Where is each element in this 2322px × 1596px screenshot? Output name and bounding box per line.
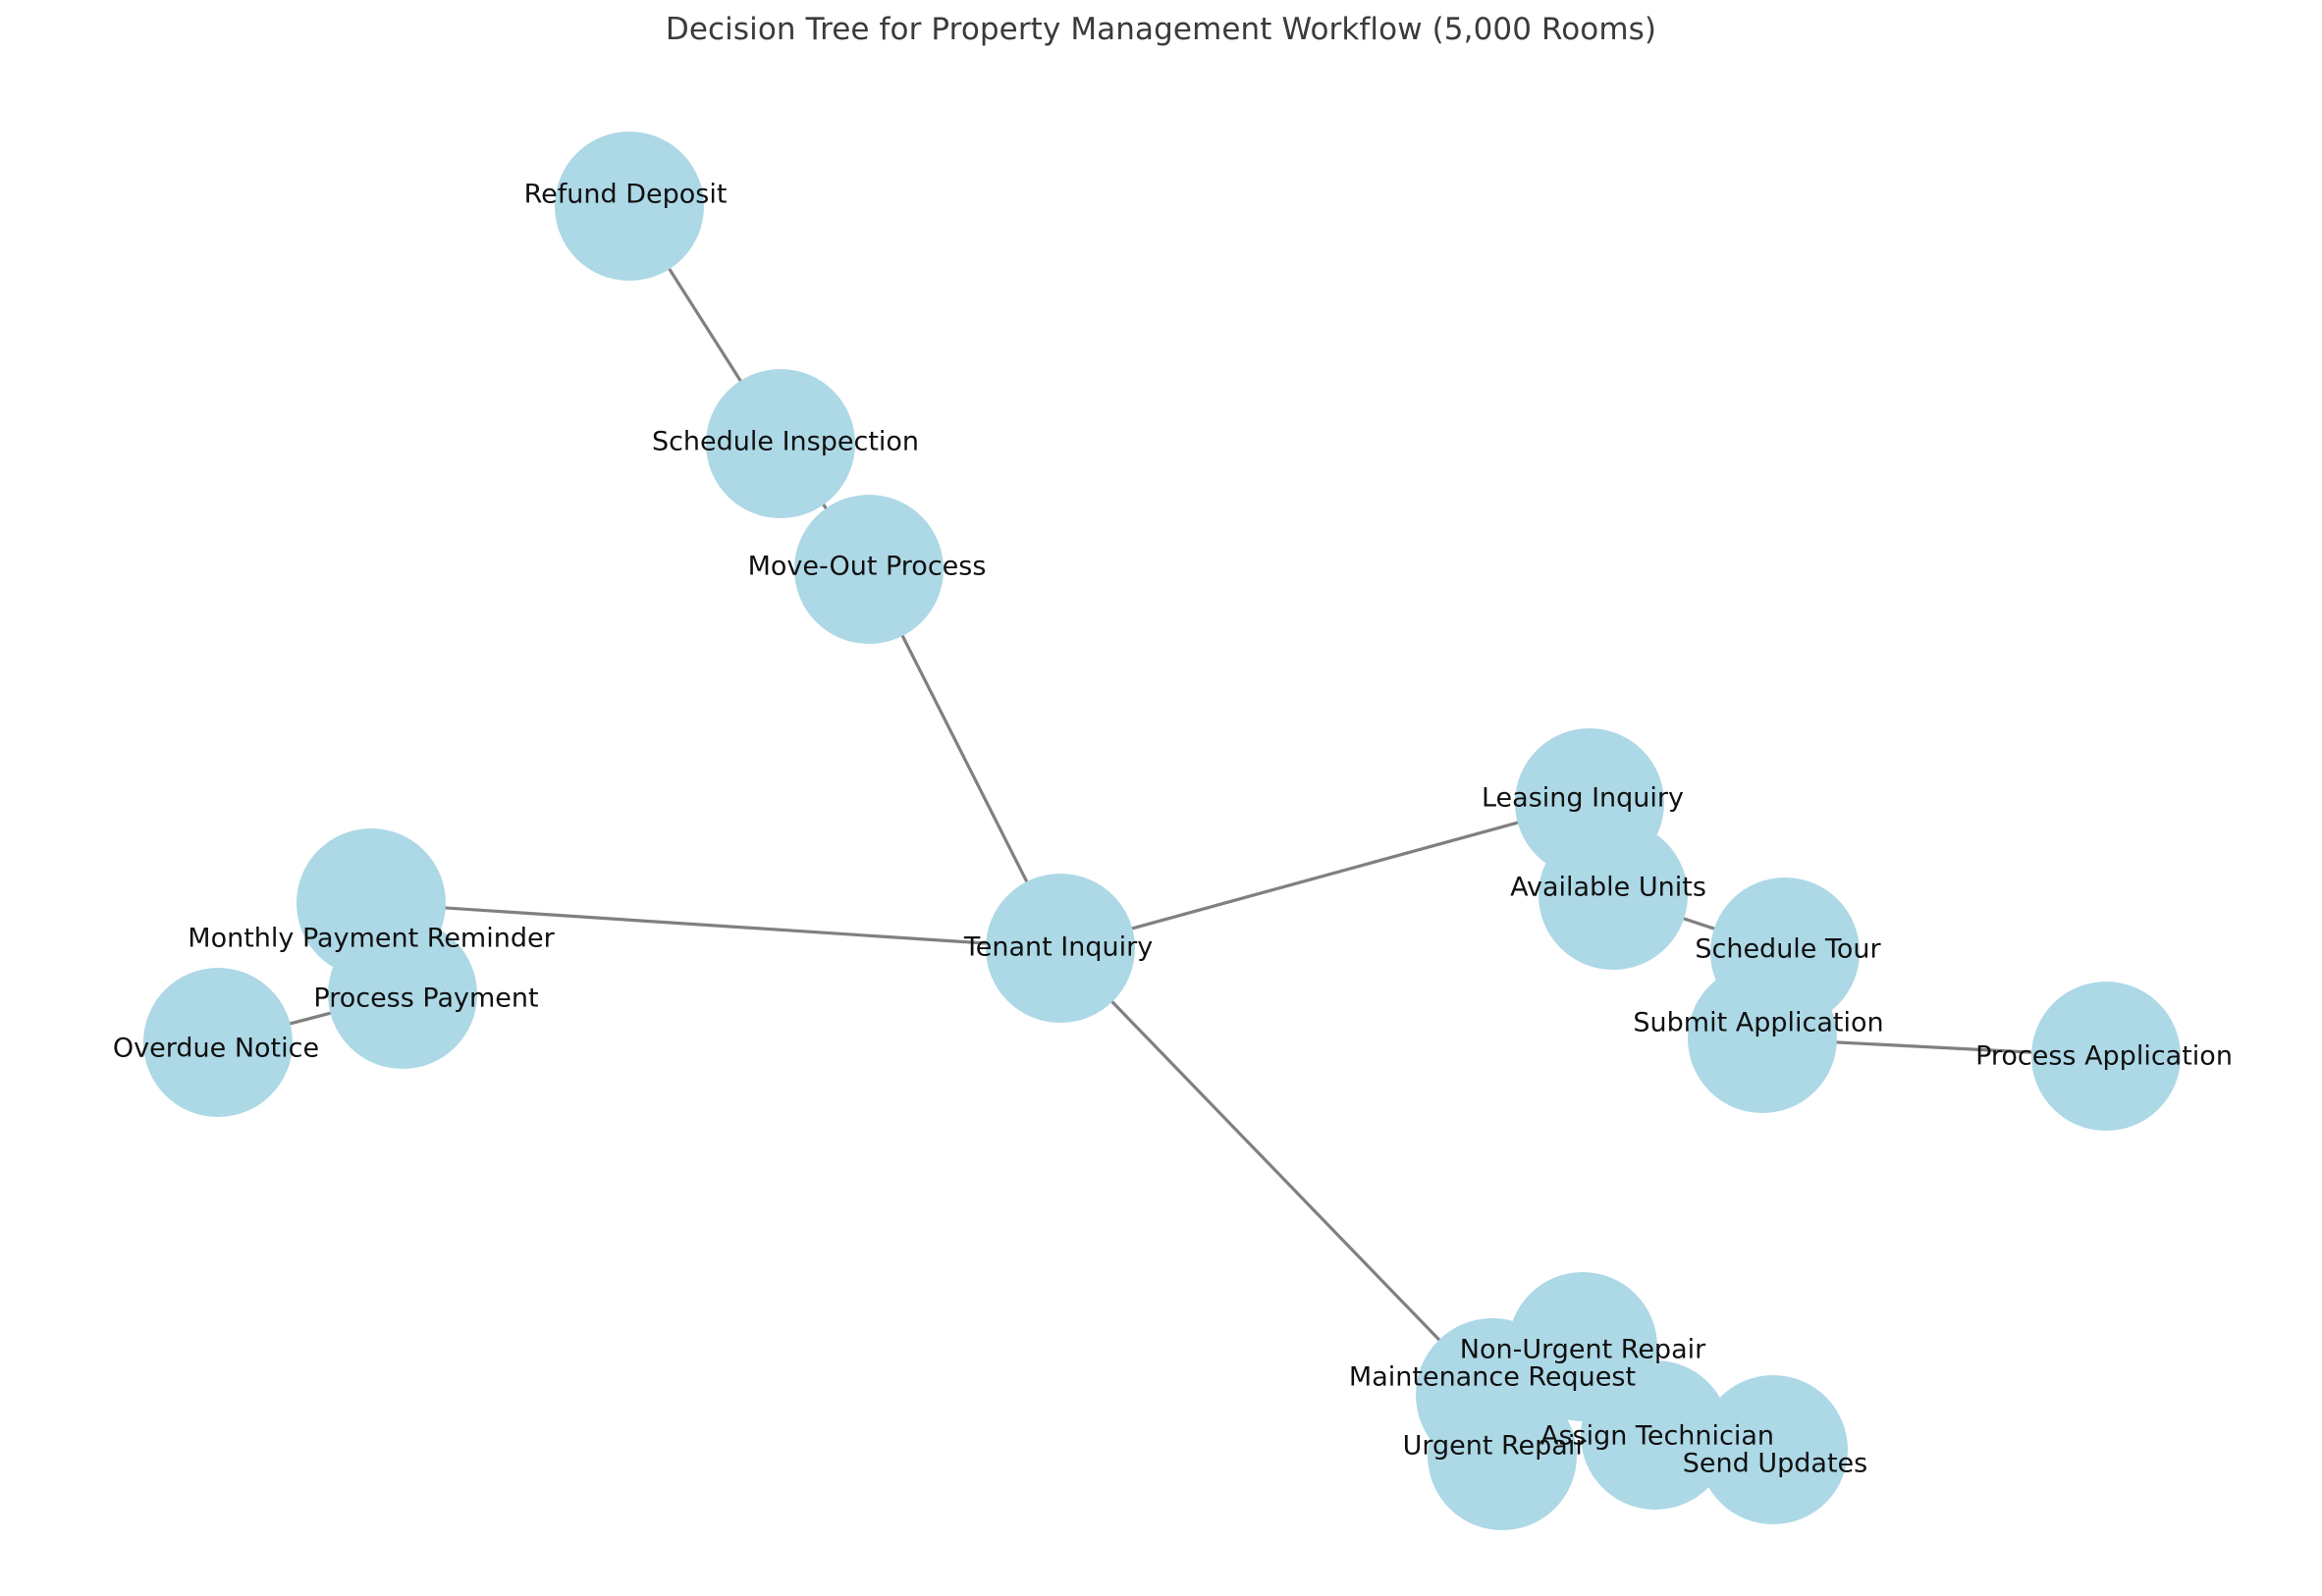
graph-nodes <box>143 132 2181 1530</box>
graph-node-move_out_process[interactable] <box>794 495 944 644</box>
graph-node-label-process_application: Process Application <box>1975 1041 2233 1072</box>
graph-node-urgent_repair[interactable] <box>1428 1381 1577 1530</box>
graph-node-label-refund_deposit: Refund Deposit <box>524 180 728 210</box>
graph-node-schedule_inspection[interactable] <box>706 369 855 518</box>
graph-node-label-urgent_repair: Urgent Repair <box>1403 1431 1588 1462</box>
graph-node-label-move_out_process: Move-Out Process <box>748 552 987 582</box>
graph-node-label-non_urgent_repair: Non-Urgent Repair <box>1460 1335 1706 1365</box>
graph-node-labels: Tenant Inquiry Move-Out Process Schedule I… <box>113 180 2233 1479</box>
graph-node-label-available_units: Available Units <box>1510 873 1706 903</box>
graph-node-label-leasing_inquiry: Leasing Inquiry <box>1482 783 1684 814</box>
graph-node-refund_deposit[interactable] <box>555 132 704 281</box>
graph-edge <box>1058 801 1592 950</box>
graph-node-label-send_updates: Send Updates <box>1683 1449 1867 1479</box>
graph-node-label-tenant_inquiry: Tenant Inquiry <box>963 932 1153 963</box>
graph-node-label-maintenance_request: Maintenance Request <box>1349 1362 1636 1393</box>
graph-node-process_application[interactable] <box>2031 982 2181 1131</box>
chart-title: Decision Tree for Property Management Wo… <box>665 12 1657 47</box>
graph-node-label-overdue_notice: Overdue Notice <box>113 1034 319 1064</box>
graph-edges <box>216 204 2108 1458</box>
graph-edge <box>369 901 1062 950</box>
graph-node-label-process_payment: Process Payment <box>313 984 538 1014</box>
graph-node-send_updates[interactable] <box>1699 1375 1848 1524</box>
graph-edge <box>1058 946 1494 1397</box>
graph-node-label-schedule_tour: Schedule Tour <box>1695 934 1881 965</box>
graph-node-tenant_inquiry[interactable] <box>986 874 1135 1023</box>
graph-node-label-monthly_payment_reminder: Monthly Payment Reminder <box>188 924 555 954</box>
graph-node-process_payment[interactable] <box>328 920 477 1069</box>
graph-node-submit_application[interactable] <box>1688 964 1837 1113</box>
graph-node-assign_technician[interactable] <box>1581 1360 1730 1510</box>
graph-node-label-schedule_inspection: Schedule Inspection <box>652 427 919 457</box>
graph-node-available_units[interactable] <box>1539 821 1688 970</box>
graph-node-label-submit_application: Submit Application <box>1633 1008 1883 1038</box>
graph-node-overdue_notice[interactable] <box>143 968 293 1117</box>
graph-node-label-assign_technician: Assign Technician <box>1540 1421 1774 1452</box>
